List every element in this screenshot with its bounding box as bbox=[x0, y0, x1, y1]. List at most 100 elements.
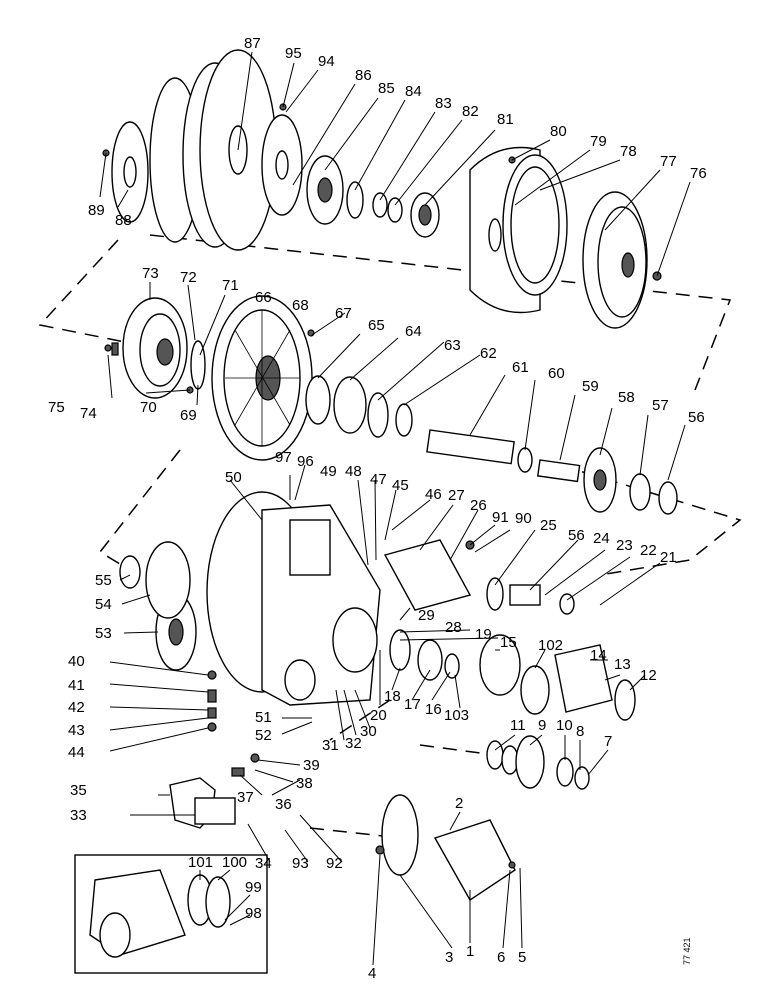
part-50-housing bbox=[206, 491, 381, 706]
label-23: 23 bbox=[616, 537, 633, 554]
label-67: 67 bbox=[335, 305, 352, 322]
part-61-shaft bbox=[426, 429, 533, 473]
label-20: 20 bbox=[370, 707, 387, 724]
label-38: 38 bbox=[296, 775, 313, 792]
label-41: 41 bbox=[68, 677, 85, 694]
label-46: 46 bbox=[425, 486, 442, 503]
label-51: 51 bbox=[255, 709, 272, 726]
part-53-55-gear-seal bbox=[119, 541, 197, 671]
label-7: 7 bbox=[604, 733, 612, 750]
label-70: 70 bbox=[140, 399, 157, 416]
label-34: 34 bbox=[255, 855, 272, 872]
label-8: 8 bbox=[576, 723, 584, 740]
label-17: 17 bbox=[404, 696, 421, 713]
part-26-29-cover bbox=[383, 539, 475, 611]
label-78: 78 bbox=[620, 143, 637, 160]
label-100: 100 bbox=[222, 854, 247, 871]
label-88: 88 bbox=[115, 212, 132, 229]
label-13: 13 bbox=[614, 656, 631, 673]
inset-detail bbox=[74, 854, 268, 974]
part-88-plate bbox=[111, 121, 149, 223]
part-85-hub bbox=[306, 155, 344, 225]
label-69: 69 bbox=[180, 407, 197, 424]
part-66-carrier bbox=[211, 295, 313, 461]
label-81: 81 bbox=[497, 111, 514, 128]
label-33: 33 bbox=[70, 807, 87, 824]
label-72: 72 bbox=[180, 269, 197, 286]
label-103: 103 bbox=[444, 707, 469, 724]
part-62-65-rings bbox=[305, 375, 413, 438]
callout-labels: 87 95 94 86 85 84 83 82 81 80 79 78 77 7… bbox=[48, 35, 707, 982]
label-15: 15 bbox=[500, 634, 517, 651]
label-97: 97 bbox=[275, 449, 292, 466]
part-73-gear bbox=[122, 297, 188, 399]
label-47: 47 bbox=[370, 471, 387, 488]
label-101: 101 bbox=[188, 854, 213, 871]
part-21-25-valve bbox=[486, 577, 575, 615]
label-6: 6 bbox=[497, 949, 505, 966]
part-78-79-housing bbox=[469, 146, 568, 314]
label-25: 25 bbox=[540, 517, 557, 534]
label-96: 96 bbox=[297, 453, 314, 470]
label-29: 29 bbox=[418, 607, 435, 624]
label-79: 79 bbox=[590, 133, 607, 150]
part-81-84-bearings bbox=[346, 181, 440, 238]
label-36: 36 bbox=[275, 796, 292, 813]
label-75: 75 bbox=[48, 399, 65, 416]
label-53: 53 bbox=[95, 625, 112, 642]
label-74: 74 bbox=[80, 405, 97, 422]
label-32: 32 bbox=[345, 735, 362, 752]
label-50: 50 bbox=[225, 469, 242, 486]
label-12: 12 bbox=[640, 667, 657, 684]
label-14: 14 bbox=[590, 647, 607, 664]
label-49: 49 bbox=[320, 463, 337, 480]
label-3: 3 bbox=[445, 949, 453, 966]
label-91: 91 bbox=[492, 509, 509, 526]
label-9: 9 bbox=[538, 717, 546, 734]
label-4: 4 bbox=[368, 965, 376, 982]
part-87-drum bbox=[149, 49, 277, 251]
label-42: 42 bbox=[68, 699, 85, 716]
part-68-pin bbox=[307, 329, 315, 337]
part-59-60-sleeve bbox=[536, 459, 581, 483]
label-64: 64 bbox=[405, 323, 422, 340]
label-84: 84 bbox=[405, 83, 422, 100]
part-16-20-bearings bbox=[389, 629, 460, 681]
label-11: 11 bbox=[510, 717, 526, 734]
label-83: 83 bbox=[435, 95, 452, 112]
label-80: 80 bbox=[550, 123, 567, 140]
label-10: 10 bbox=[556, 717, 573, 734]
figure-code: 77 421 bbox=[682, 937, 692, 965]
label-62: 62 bbox=[480, 345, 497, 362]
label-24: 24 bbox=[593, 530, 610, 547]
label-26: 26 bbox=[470, 497, 487, 514]
label-18: 18 bbox=[384, 688, 401, 705]
part-1-4-pump bbox=[375, 794, 516, 902]
label-86: 86 bbox=[355, 67, 372, 84]
label-77: 77 bbox=[660, 153, 677, 170]
label-5: 5 bbox=[518, 949, 526, 966]
label-102: 102 bbox=[538, 637, 563, 654]
label-55: 55 bbox=[95, 572, 112, 589]
label-31: 31 bbox=[322, 737, 339, 754]
label-22: 22 bbox=[640, 542, 657, 559]
label-57: 57 bbox=[652, 397, 669, 414]
label-90: 90 bbox=[515, 510, 532, 527]
leader-lines bbox=[99, 51, 691, 966]
label-21: 21 bbox=[660, 549, 677, 566]
label-1: 1 bbox=[466, 943, 474, 960]
label-98: 98 bbox=[245, 905, 262, 922]
label-48: 48 bbox=[345, 463, 362, 480]
label-94: 94 bbox=[318, 53, 335, 70]
label-93: 93 bbox=[292, 855, 309, 872]
label-35: 35 bbox=[70, 782, 87, 799]
label-87: 87 bbox=[244, 35, 261, 52]
label-44: 44 bbox=[68, 744, 85, 761]
label-37: 37 bbox=[237, 789, 254, 806]
label-95: 95 bbox=[285, 45, 302, 62]
part-40-44-stack bbox=[207, 670, 217, 732]
label-54: 54 bbox=[95, 596, 112, 613]
label-43: 43 bbox=[68, 722, 85, 739]
part-86-disc bbox=[261, 114, 303, 216]
